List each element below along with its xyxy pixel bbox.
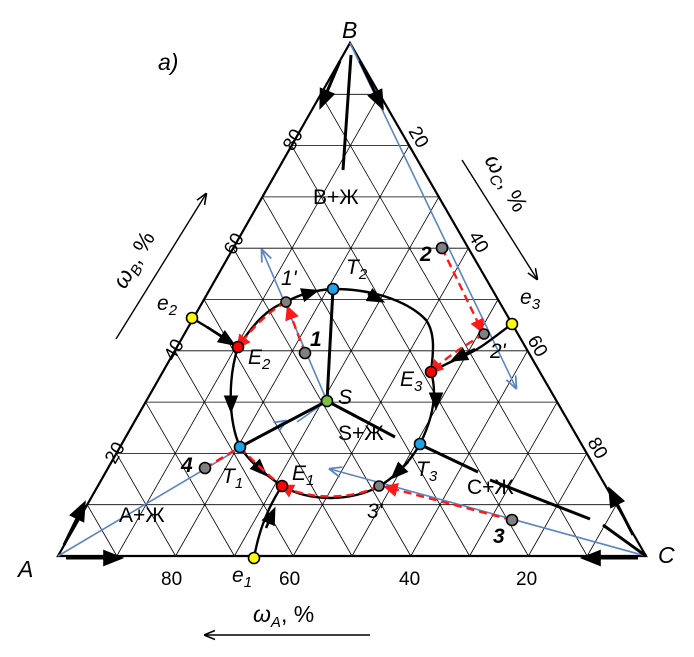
- point-1p: [280, 296, 292, 308]
- label-e3: e3: [520, 286, 541, 313]
- region-a-liquid: A+Ж: [119, 504, 165, 527]
- tick-a-60: 60: [279, 569, 300, 590]
- point-4: [198, 461, 212, 475]
- point-E3: [424, 365, 438, 379]
- label-2p: 2': [489, 340, 507, 363]
- axis-label-omega-a: ωA, %: [253, 601, 314, 631]
- label-e2: e2: [157, 292, 178, 319]
- grid-line: [351, 299, 499, 557]
- point-e2: [185, 311, 199, 325]
- label-3: 3: [493, 525, 505, 548]
- point-S: [320, 394, 334, 408]
- label-T1: T1: [222, 465, 243, 492]
- point-T1: [233, 440, 247, 454]
- panel-label: a): [158, 49, 178, 75]
- region-b-liquid: B+Ж: [313, 186, 359, 209]
- tick-b-40: 40: [160, 336, 189, 365]
- label-T3: T3: [416, 458, 438, 485]
- point-3: [505, 513, 519, 527]
- point-e3: [505, 317, 519, 331]
- point-1: [298, 346, 312, 360]
- tick-c-80: 80: [583, 434, 612, 463]
- point-E2: [231, 340, 245, 354]
- label-E1: E1: [292, 462, 314, 489]
- label-E3: E3: [400, 368, 423, 395]
- label-E2: E2: [248, 346, 271, 373]
- label-S: S: [338, 386, 352, 409]
- curve-arrows: [206, 287, 476, 529]
- region-c-liquid: C+Ж: [467, 476, 514, 499]
- grid-line: [234, 196, 440, 557]
- region-s-liquid: S+Ж: [338, 422, 384, 445]
- tick-c-60: 60: [523, 332, 552, 361]
- label-e1: e1: [232, 564, 252, 591]
- label-2: 2: [419, 243, 432, 266]
- grid-line: [528, 453, 588, 557]
- triangle-grid: [86, 93, 617, 557]
- tie-lines: [239, 54, 647, 558]
- label-1p: 1': [281, 267, 298, 290]
- axis-label-omega-b: ωB, %: [107, 227, 164, 295]
- label-1: 1: [310, 328, 322, 351]
- tick-c-40: 40: [464, 228, 493, 257]
- edge-arrows: [62, 60, 638, 567]
- point-2p: [478, 328, 490, 340]
- label-T2: T2: [346, 256, 368, 283]
- grid-line: [262, 196, 470, 557]
- tick-a-80: 80: [161, 569, 182, 590]
- crystallization-paths: [204, 247, 513, 522]
- point-3p: [373, 480, 385, 492]
- tick-b-20: 20: [101, 439, 130, 468]
- grid-line: [586, 504, 617, 557]
- point-T3: [413, 437, 427, 451]
- point-e1: [247, 551, 261, 565]
- a-axis-ticks: 80 60 40 20: [161, 569, 537, 590]
- point-T2: [326, 282, 340, 296]
- grid-line: [469, 401, 558, 557]
- grid-line: [320, 94, 588, 557]
- tick-b-60: 60: [220, 230, 249, 259]
- tick-b-80: 80: [279, 126, 308, 155]
- axis-arrows: [115, 159, 537, 635]
- point-E1: [275, 479, 289, 493]
- tick-a-40: 40: [399, 569, 420, 590]
- tick-a-20: 20: [516, 569, 537, 590]
- grid-line: [145, 401, 235, 557]
- vertex-label-a: A: [16, 556, 33, 582]
- axis-label-omega-c: ωC, %: [476, 150, 533, 219]
- diagram-points: [185, 241, 519, 565]
- grid-line: [116, 94, 380, 557]
- label-3p: 3': [367, 500, 384, 523]
- point-2: [435, 241, 449, 255]
- triangle-edges: [56, 40, 648, 558]
- label-4: 4: [180, 454, 193, 477]
- vertex-label-c: C: [658, 542, 675, 568]
- vertex-label-b: B: [342, 17, 357, 43]
- c-axis-ticks: 20 40 60 80: [404, 123, 612, 463]
